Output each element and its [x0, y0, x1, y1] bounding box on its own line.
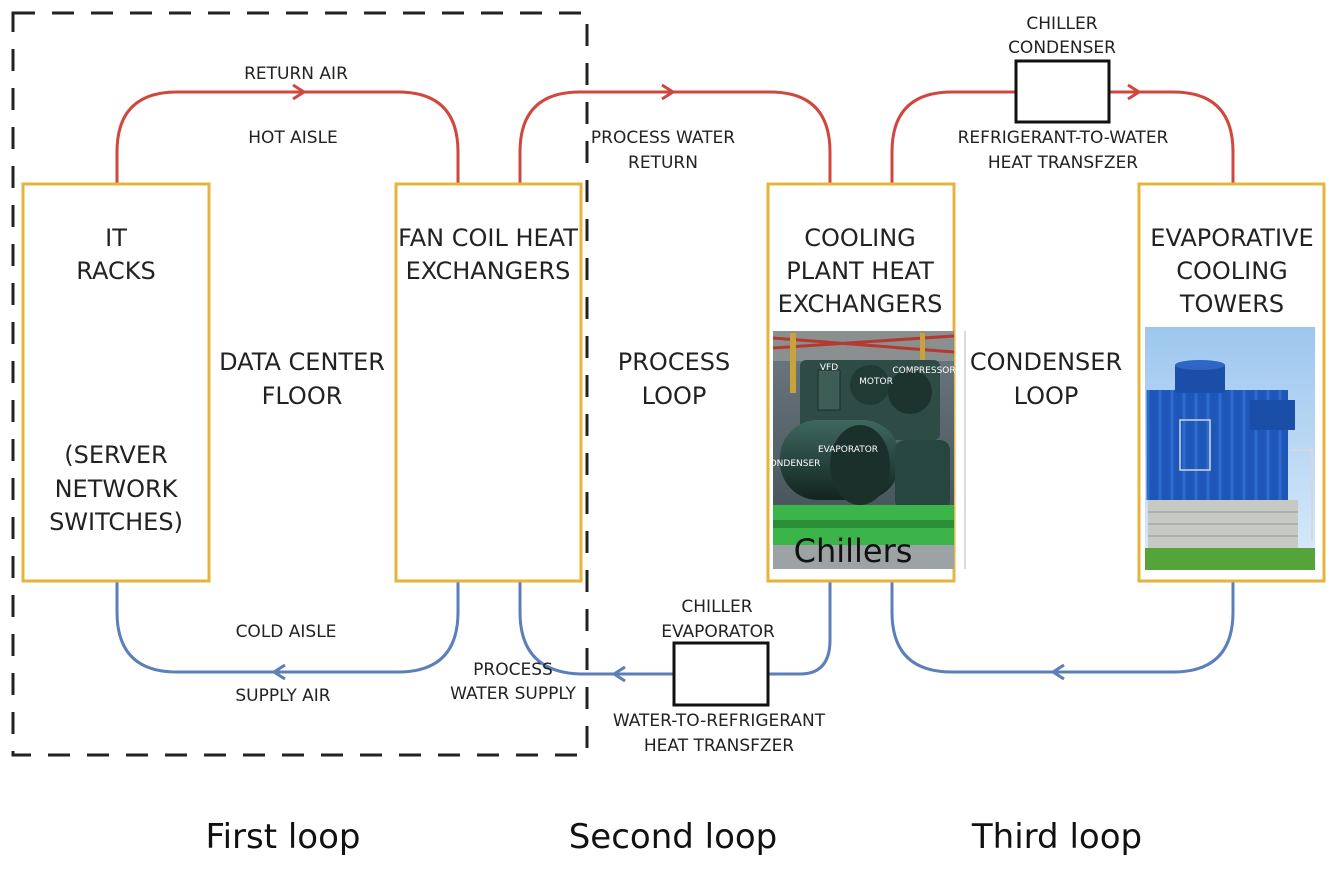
towers-title-1: EVAPORATIVE [1150, 224, 1313, 252]
second-loop-caption: Second loop [569, 817, 778, 857]
cooling-plant-title-2: PLANT HEAT [786, 257, 934, 285]
process-return-label-1: PROCESS WATER [591, 128, 735, 148]
chiller-evaporator-label-2: EVAPORATOR [661, 622, 775, 642]
cold-aisle-label: COLD AISLE [236, 622, 337, 642]
cooling-plant-title-3: EXCHANGERS [778, 290, 943, 318]
data-center-boundary [11, 11, 589, 757]
condenser-loop-label-2: LOOP [1014, 382, 1079, 410]
process-return-label-2: RETURN [628, 153, 698, 173]
fan-coil-box [394, 182, 583, 583]
cooling-towers-photo [1145, 327, 1315, 570]
process-supply-label-2: WATER SUPPLY [450, 684, 576, 704]
fan-coil-title-2: EXCHANGERS [406, 257, 571, 285]
hot-aisle-label: HOT AISLE [248, 128, 338, 148]
chiller-evaporator-label-1: CHILLER [681, 597, 752, 617]
process-return-arrow [661, 83, 676, 101]
return-air-label: RETURN AIR [244, 64, 348, 84]
process-supply-path-left [518, 582, 674, 676]
condenser-loop-label-1: CONDENSER [970, 348, 1122, 376]
condenser-return-path-left [890, 90, 1016, 184]
it-racks-title-2: RACKS [76, 257, 155, 285]
photo-tag-motor: MOTOR [859, 377, 893, 387]
photo-tag-condenser: ONDENSER [770, 459, 821, 469]
data-center-floor-label-1: DATA CENTER [219, 348, 385, 376]
third-loop-caption: Third loop [971, 817, 1142, 857]
cooling-plant-title-1: COOLING [804, 224, 916, 252]
ref-to-water-label-1: REFRIGERANT-TO-WATER [958, 128, 1169, 148]
water-to-ref-label-1: WATER-TO-REFRIGERANT [613, 711, 826, 731]
condenser-return-path-right [1109, 90, 1235, 184]
towers-title-2: COOLING [1176, 257, 1288, 285]
water-to-ref-label-2: HEAT TRANSFZER [644, 736, 794, 756]
chiller-condenser-box [1014, 59, 1111, 124]
process-supply-path-right [768, 582, 832, 676]
return-air-arrow [289, 83, 307, 101]
ref-to-water-label-2: HEAT TRANSFZER [988, 153, 1138, 173]
photo-tag-compressor: COMPRESSOR [892, 366, 955, 376]
first-loop-caption: First loop [206, 817, 361, 857]
chiller-condenser-label-1: CHILLER [1026, 14, 1097, 34]
process-loop-label-2: LOOP [642, 382, 707, 410]
fan-coil-title-1: FAN COIL HEAT [398, 224, 578, 252]
cold-supply-paths [115, 582, 1235, 676]
chiller-evaporator-box [672, 641, 770, 707]
data-center-floor-label-2: FLOOR [262, 382, 343, 410]
it-racks-title-1: IT [105, 224, 127, 252]
chiller-condenser-label-2: CONDENSER [1008, 38, 1116, 58]
supply-air-arrow [271, 663, 286, 681]
process-supply-arrow [611, 665, 626, 683]
condenser-supply-path [890, 582, 1235, 674]
condenser-return-arrow [1127, 83, 1142, 101]
photo-tag-evaporator: EVAPORATOR [818, 445, 878, 455]
chillers-photo: VFD MOTOR COMPRESSOR EVAPORATOR ONDENSER… [770, 331, 966, 570]
condenser-supply-arrow [1050, 663, 1065, 681]
it-racks-sub-2: NETWORK [55, 475, 179, 503]
return-air-path [115, 90, 460, 184]
process-supply-label-1: PROCESS [473, 660, 553, 680]
supply-air-label: SUPPLY AIR [235, 686, 330, 706]
process-loop-label-1: PROCESS [618, 348, 730, 376]
supply-air-path [115, 582, 460, 674]
chillers-caption: Chillers [794, 532, 913, 570]
it-racks-sub-1: (SERVER [64, 441, 167, 469]
it-racks-sub-3: SWITCHES) [49, 508, 183, 536]
it-racks-box [21, 182, 211, 583]
photo-tag-vfd: VFD [820, 363, 838, 373]
towers-title-3: TOWERS [1179, 290, 1284, 318]
